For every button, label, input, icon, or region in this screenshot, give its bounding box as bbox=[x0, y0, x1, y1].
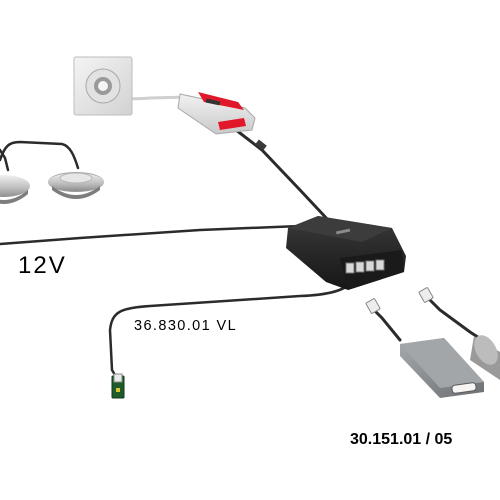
voltage-label: 12V bbox=[18, 252, 67, 279]
spotlight-cable-b bbox=[0, 148, 10, 172]
terminal-block bbox=[345, 259, 385, 274]
led-driver-icon bbox=[177, 92, 267, 151]
distributor-box-icon bbox=[286, 216, 406, 290]
spotlight-icon bbox=[48, 172, 104, 199]
product-code-label: 30.151.01 / 05 bbox=[350, 431, 453, 448]
cable-code-label: 36.830.01 VL bbox=[134, 318, 238, 334]
usb-cable bbox=[370, 306, 402, 342]
usb-charger-icon bbox=[400, 338, 484, 398]
spotlight-icon bbox=[0, 175, 30, 204]
cables bbox=[0, 90, 492, 382]
wall-socket-icon bbox=[73, 56, 133, 116]
sensor-cable bbox=[108, 280, 354, 382]
spotlight-cable-a bbox=[0, 140, 80, 170]
plug-connector bbox=[365, 298, 381, 314]
plug-connector bbox=[418, 287, 434, 303]
main-12v-cable bbox=[0, 224, 302, 246]
driver-output-cable bbox=[234, 128, 332, 224]
spotlight-icon bbox=[470, 335, 500, 380]
sensor-switch-icon bbox=[111, 373, 125, 399]
